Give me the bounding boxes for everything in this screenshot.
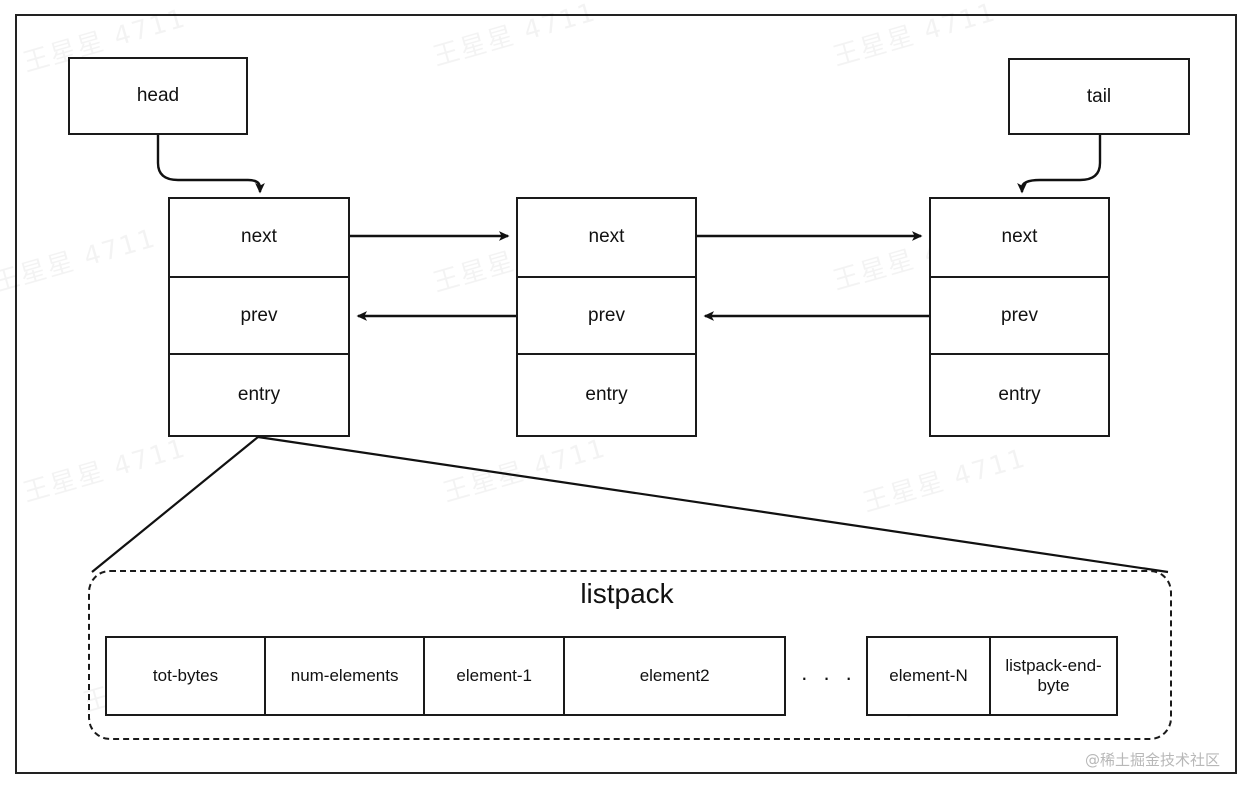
node-3-prev-cell: prev [931,278,1108,356]
listpack-ellipsis: . . . [801,660,857,685]
head-pointer-box: head [68,57,248,135]
listpack-left-table: tot-bytes num-elements element-1 element… [105,636,786,716]
tail-pointer-label: tail [1086,85,1112,107]
tail-pointer-box: tail [1008,58,1190,135]
listpack-cell-element-N: element-N [868,638,992,714]
listpack-title: listpack [580,578,674,609]
node-2-prev-cell: prev [518,278,695,356]
quicklist-node-3: next prev entry [929,197,1110,437]
node-2-entry-cell: entry [585,384,628,406]
node-3-next-cell: next [931,199,1108,278]
credit-watermark: @稀土掘金技术社区 [1084,751,1220,769]
node-1-next-cell: next [170,199,348,278]
outer-frame [15,14,1237,774]
listpack-right-table: element-N listpack-end-byte [866,636,1118,716]
quicklist-node-2: next prev entry [516,197,697,437]
listpack-container [88,570,1172,740]
node-1-entry-cell: entry [237,384,281,406]
head-pointer-label: head [136,85,180,106]
quicklist-node-1: next prev entry [168,197,350,437]
listpack-cell-element2: element2 [639,666,710,686]
node-2-next-cell: next [518,199,695,278]
node-1-prev-cell: prev [170,278,348,356]
listpack-cell-element-1: element-1 [425,638,566,714]
node-3-entry-cell: entry [998,384,1041,406]
listpack-cell-end-byte: listpack-end-byte [1005,656,1102,695]
listpack-cell-num-elements: num-elements [266,638,426,714]
listpack-cell-tot-bytes: tot-bytes [107,638,267,714]
